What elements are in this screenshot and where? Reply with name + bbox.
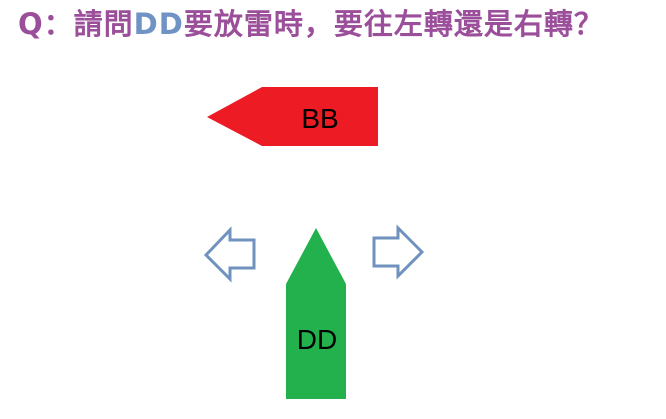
question-highlight-dd: DD — [133, 7, 184, 41]
question-prefix: Q：請問 — [18, 7, 134, 41]
dd-label: DD — [297, 324, 337, 355]
dd-arrow-body — [286, 228, 346, 399]
question-text: Q：請問DD要放雷時，要往左轉還是右轉？ — [18, 2, 658, 46]
right-arrow-icon — [372, 224, 425, 280]
bb-shape: BB — [207, 87, 378, 146]
bb-arrow-body — [207, 87, 378, 146]
bb-label: BB — [301, 103, 338, 134]
question-suffix: 要放雷時，要往左轉還是右轉？ — [183, 7, 604, 41]
left-arrow-icon — [203, 226, 256, 283]
dd-shape: DD — [286, 228, 346, 399]
